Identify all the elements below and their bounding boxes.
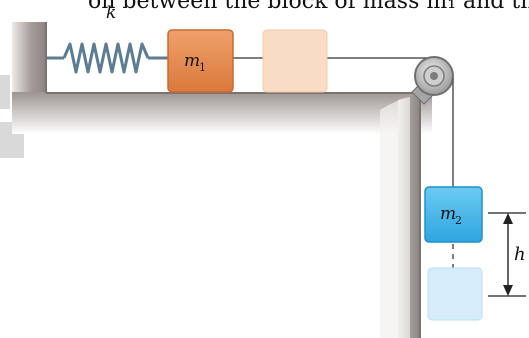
- spring-constant-label: k: [106, 3, 116, 23]
- spring-icon: [46, 42, 168, 74]
- height-label: h: [514, 244, 526, 265]
- double-arrow-icon: [488, 212, 526, 297]
- mass2-label: m: [440, 204, 456, 224]
- mass1-block: m 1: [167, 29, 234, 93]
- mass2-subscript: 2: [455, 214, 462, 227]
- mass2-block: m 2: [424, 186, 483, 243]
- mass1-label: m: [184, 51, 200, 71]
- pulley-icon: [411, 56, 454, 105]
- mass1-subscript: 1: [199, 61, 206, 74]
- table-surface: [12, 22, 432, 134]
- grey-margin-tab-upper: [0, 75, 10, 109]
- mass2-ghost-block: [427, 267, 483, 321]
- right-wall: [380, 93, 421, 338]
- mass1-ghost-block: [262, 29, 328, 93]
- problem-text-fragment: on between the block of mass m₁ and the: [88, 0, 529, 14]
